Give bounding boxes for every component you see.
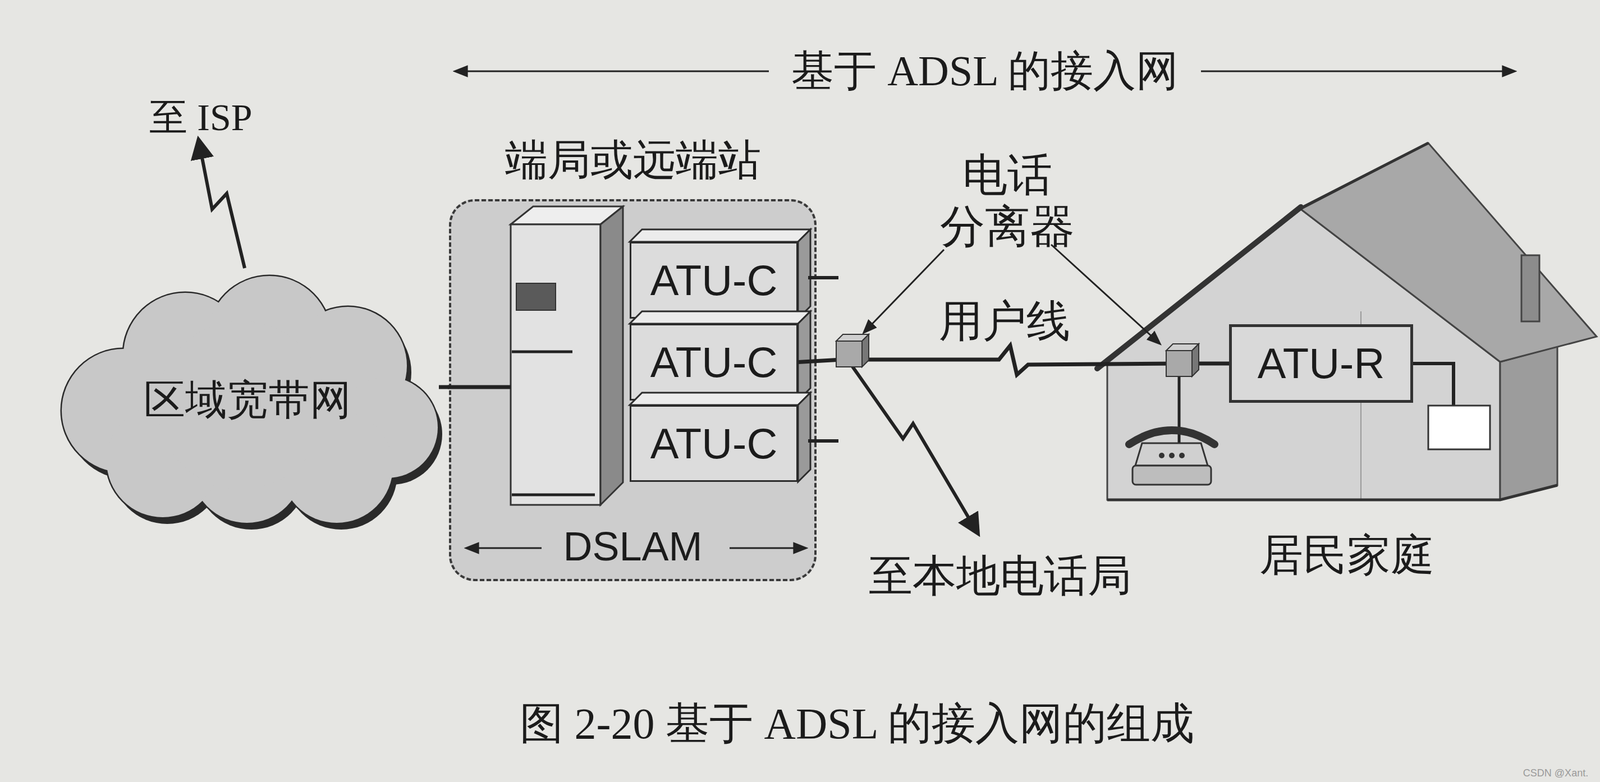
span-arrow — [455, 70, 769, 73]
modem-name: ATU-C — [631, 337, 797, 387]
destination-label: 至 ISP — [149, 95, 252, 140]
modem-name: ATU-C — [631, 419, 797, 469]
network-name: 区域宽带网 — [56, 376, 439, 425]
modem-name: ATU-C — [631, 255, 797, 305]
atu-c-modem: ATU-C — [629, 241, 799, 319]
station-heading: 端局或远端站 — [338, 135, 927, 185]
dslam-name: DSLAM — [451, 523, 815, 571]
dslam-station: 端局或远端站DSLAMATU-CATU-CATU-C — [448, 199, 817, 582]
house-base — [1107, 485, 1558, 501]
atu-r-modem: ATU-R — [1229, 324, 1414, 403]
house-side-wall — [1500, 346, 1558, 501]
figure-caption: 图 2-20 基于 ADSL 的接入网的组成 — [519, 694, 1195, 754]
box-top-face — [629, 229, 811, 242]
splitter-side — [862, 334, 869, 368]
splitter-top — [836, 334, 869, 342]
lightning-arrow — [851, 365, 978, 534]
box-top-face — [629, 392, 811, 406]
leader-arrow — [864, 249, 944, 333]
modem-name: ATU-R — [1231, 338, 1411, 388]
lightning-arrow — [198, 140, 245, 269]
edge-label: 用户线 — [938, 292, 1071, 352]
span-label: 基于 ADSL 的接入网 — [791, 46, 1179, 96]
network-cloud: 区域宽带网 — [56, 270, 439, 531]
house-chimney — [1521, 255, 1540, 322]
splitter-front — [836, 341, 863, 368]
network-link — [438, 385, 449, 390]
callout-label: 电话 分离器 — [937, 149, 1078, 253]
span-arrow — [1200, 70, 1515, 73]
atu-c-modem: ATU-C — [629, 405, 799, 483]
residence-house: 居民家庭ATU-R — [1097, 143, 1597, 506]
house-ridge — [1300, 143, 1429, 209]
box-top-face — [629, 311, 811, 324]
atu-c-modem: ATU-C — [629, 323, 799, 401]
box-side-face — [798, 229, 811, 319]
box-side-face — [798, 311, 811, 401]
box-side-face — [798, 392, 811, 483]
watermark: CSDN @Xant. — [1523, 767, 1589, 780]
destination-label: 至本地电话局 — [868, 551, 1132, 602]
